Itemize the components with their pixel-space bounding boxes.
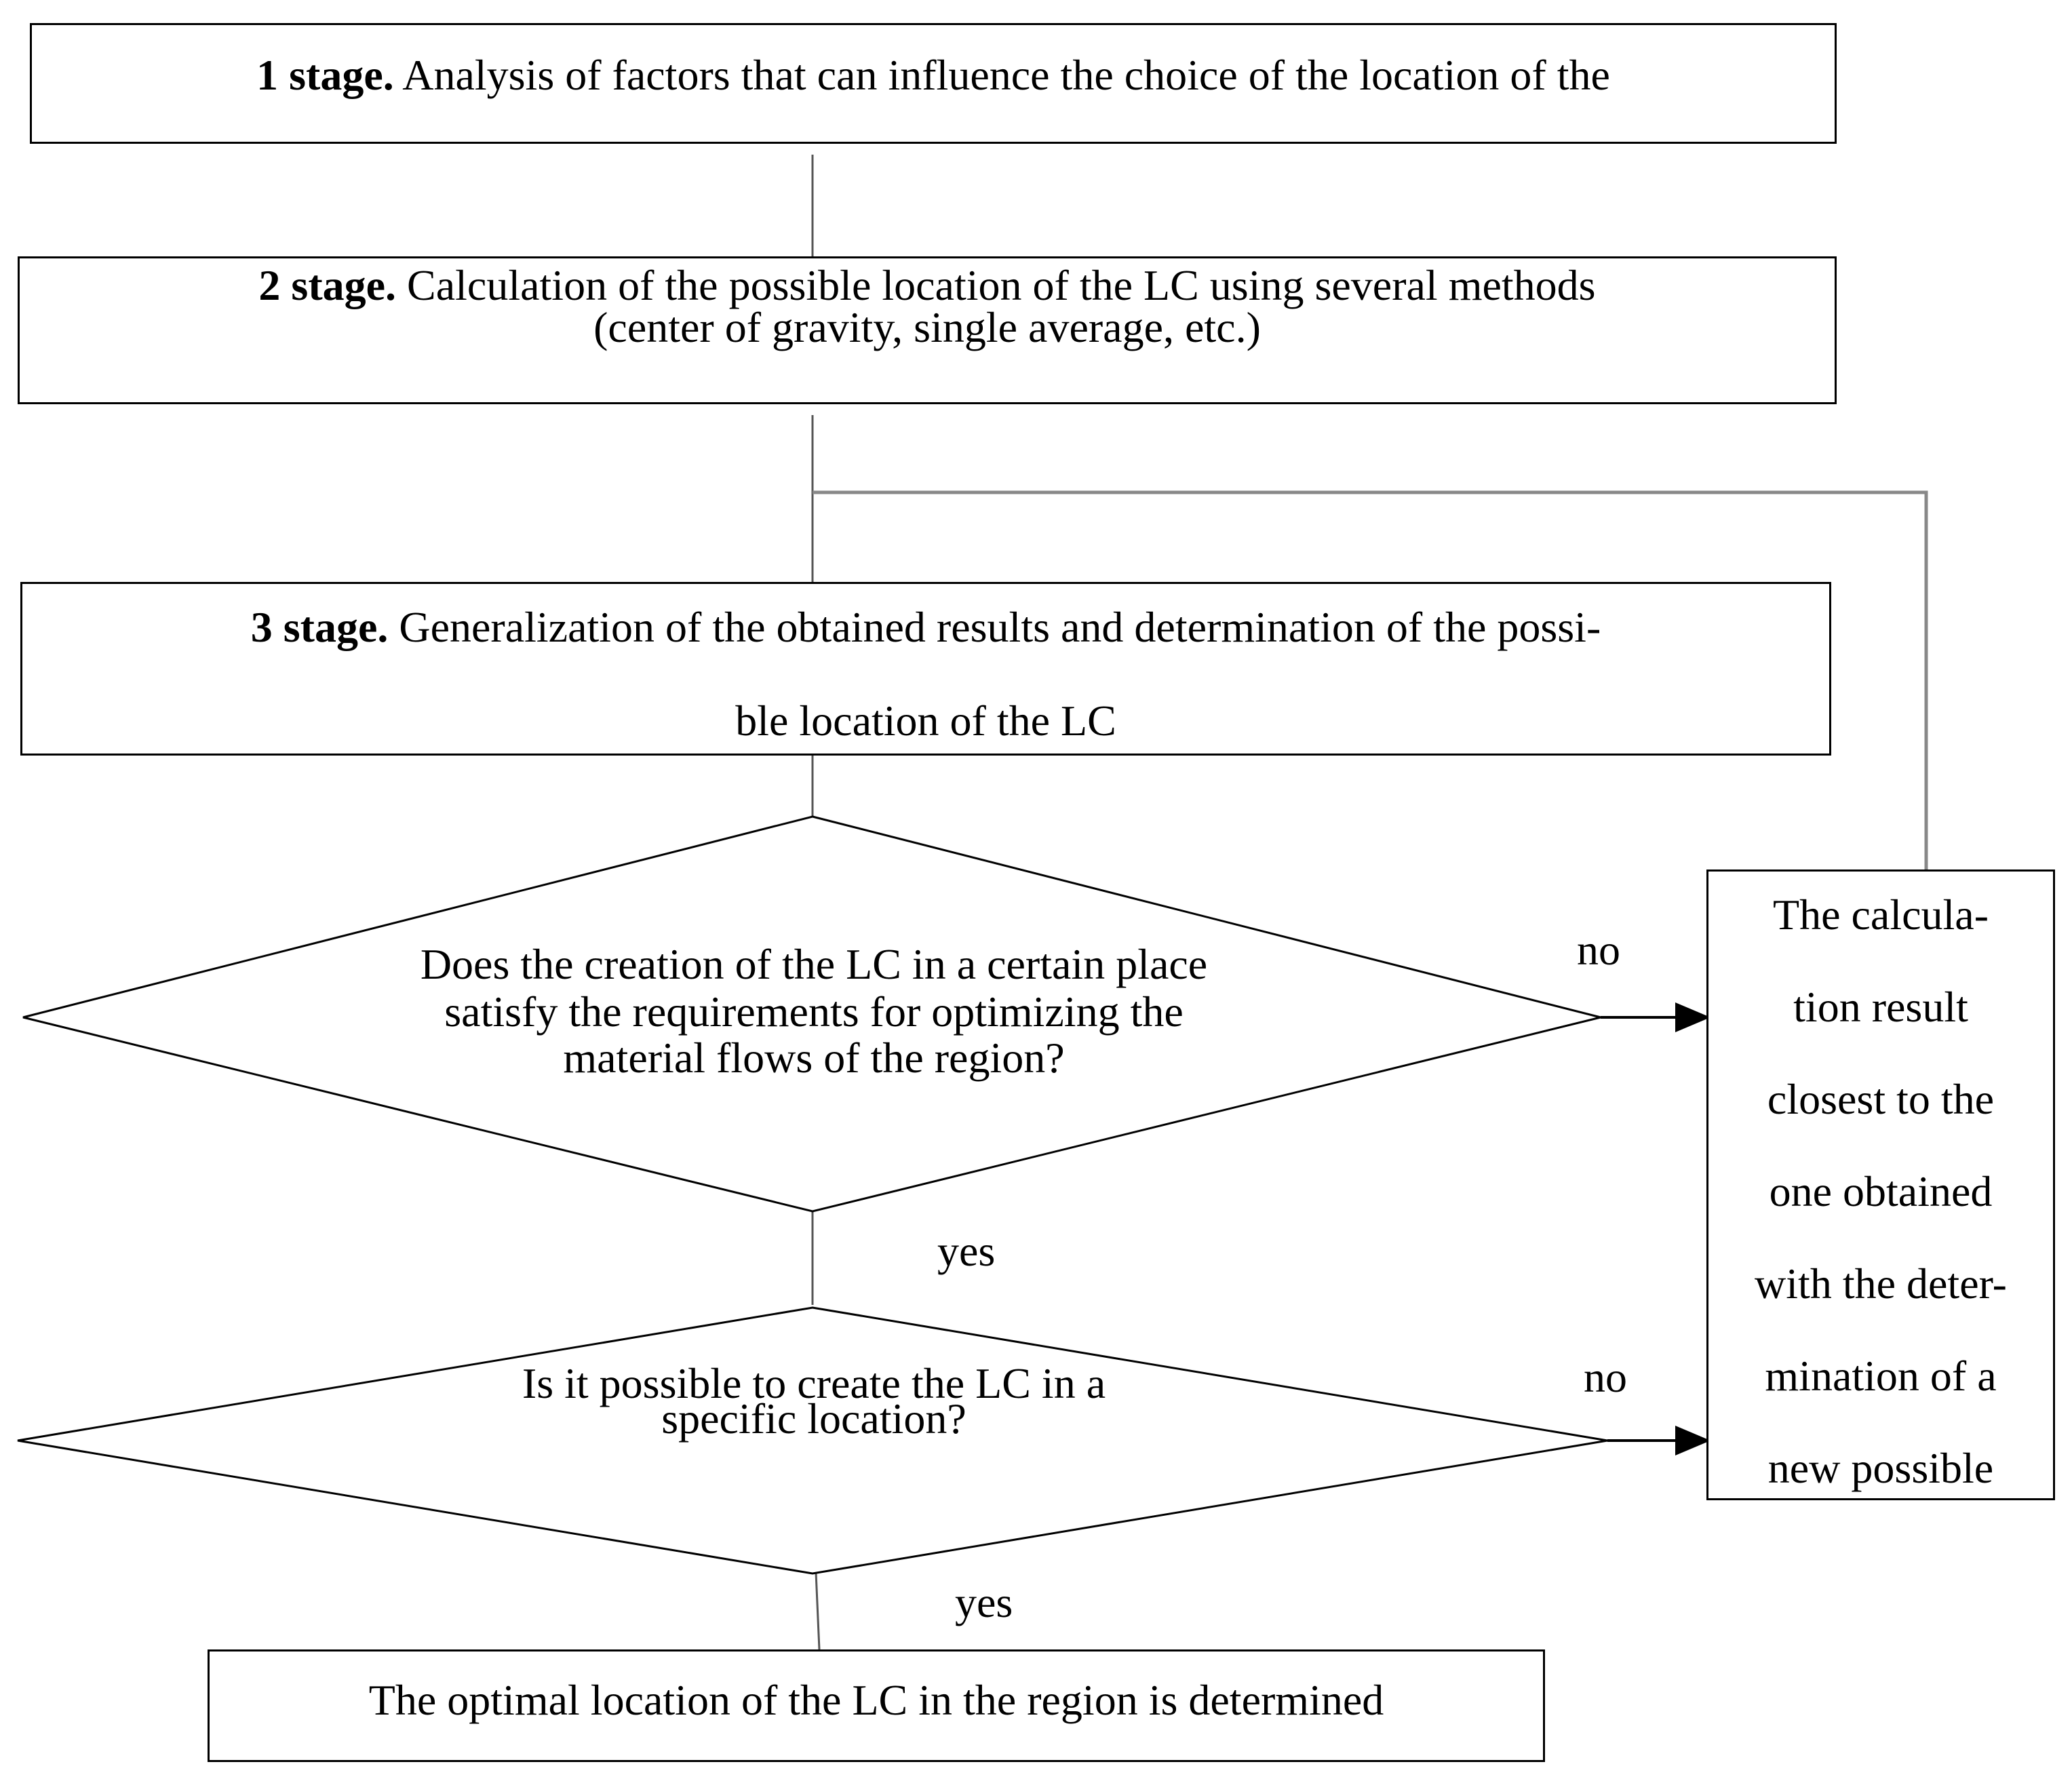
- side-line-6: mination of a: [1765, 1352, 1997, 1400]
- stage-2-prefix: 2 stage.: [258, 261, 397, 309]
- decision-2-line1: Is it possible to create the LC in a: [522, 1359, 1106, 1407]
- decision-1-line1: Does the creation of the LC in a certain…: [420, 940, 1208, 988]
- decision-1-diamond: [22, 815, 1601, 1213]
- stage-3-text: Generalization of the obtained results a…: [388, 603, 1601, 651]
- loop-back-line: [813, 490, 1928, 869]
- side-line-4: one obtained: [1769, 1167, 1993, 1215]
- decision-1-line3: material flows of the region?: [563, 1034, 1065, 1082]
- stage-3-prefix: 3 stage.: [250, 603, 389, 651]
- final-result-box: The optimal location of the LC in the re…: [208, 1649, 1545, 1762]
- stage-2-text-line2: (center of gravity, single average, etc.…: [593, 303, 1261, 351]
- decision-1-line2: satisfy the requirements for optimizing …: [444, 988, 1184, 1036]
- stage-1-box: 1 stage. Analysis of factors that can in…: [30, 23, 1837, 144]
- stage-1-text: Analysis of factors that can influence t…: [393, 51, 1610, 99]
- no-arrow-1-head: [1675, 1002, 1711, 1032]
- decision-2-yes-label: yes: [955, 1578, 1013, 1626]
- decision-2-no-label: no: [1584, 1353, 1627, 1401]
- side-line-1: The calcula-: [1773, 891, 1989, 939]
- no-arrow-2-head: [1675, 1426, 1711, 1455]
- decision-2-diamond: [17, 1306, 1608, 1575]
- stage-2-text: Calculation of the possible location of …: [396, 261, 1596, 309]
- side-line-5: with the deter-: [1755, 1259, 2007, 1308]
- connector-decision2-final: [815, 1571, 821, 1650]
- side-line-2: tion result: [1793, 983, 1968, 1031]
- side-line-3: closest to the: [1767, 1075, 1995, 1123]
- side-result-box: The calcula- tion result closest to the …: [1706, 869, 2055, 1500]
- stage-3-text-line2: ble location of the LC: [735, 697, 1116, 745]
- decision-2-line2: specific location?: [661, 1394, 966, 1443]
- decision-1-yes-label: yes: [937, 1227, 996, 1275]
- stage-3-box: 3 stage. Generalization of the obtained …: [20, 582, 1831, 756]
- decision-1-no-label: no: [1577, 926, 1620, 974]
- side-line-7: new possible: [1767, 1444, 1994, 1492]
- stage-2-box: 2 stage. Calculation of the possible loc…: [18, 256, 1837, 404]
- final-result-text: The optimal location of the LC in the re…: [368, 1676, 1384, 1724]
- stage-1-prefix: 1 stage.: [256, 51, 394, 99]
